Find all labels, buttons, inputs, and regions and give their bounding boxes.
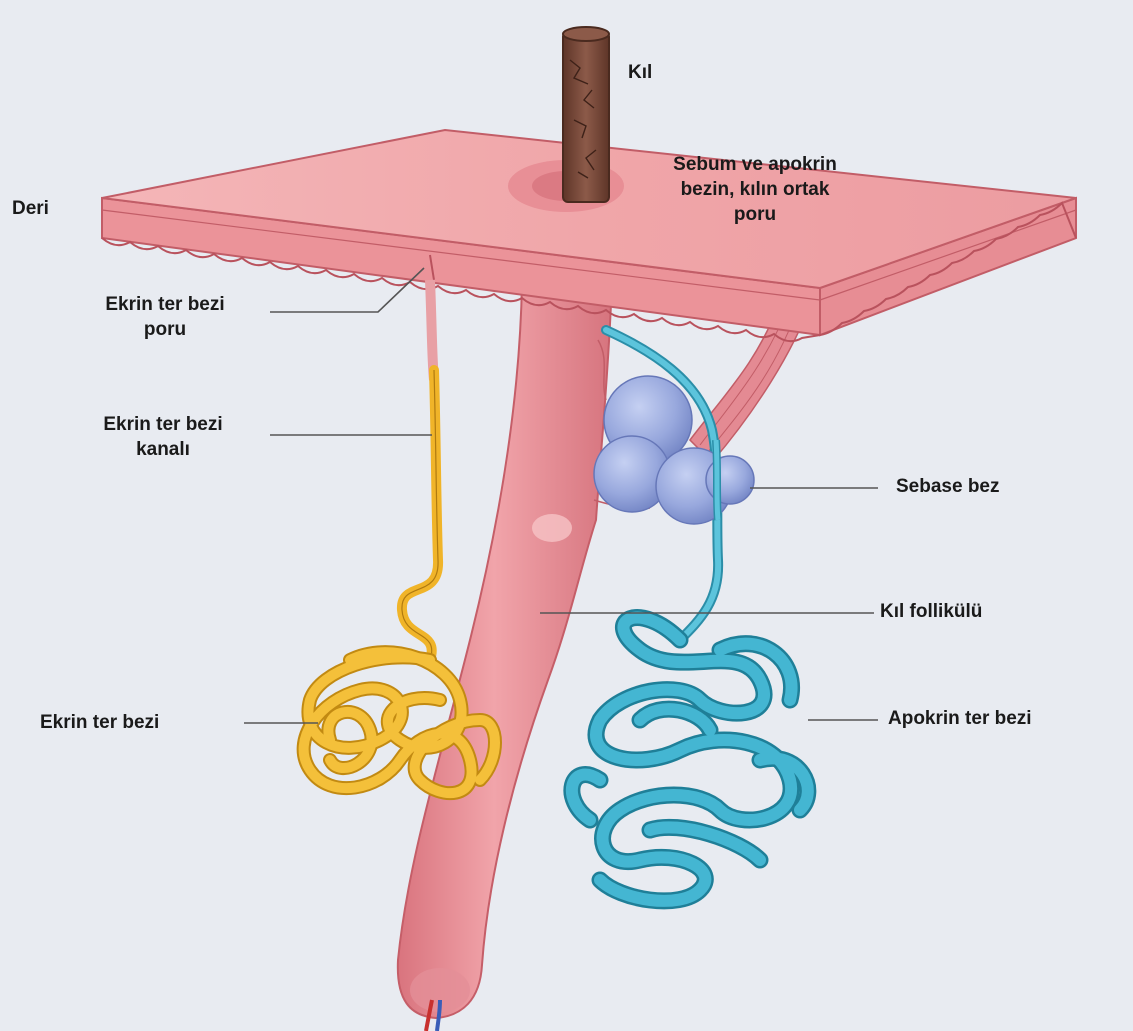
apocrine-gland-coil [572, 618, 808, 901]
label-kil-follikulu: Kıl follikülü [880, 599, 982, 624]
label-ekrin-kanali-line2: kanalı [70, 437, 256, 462]
label-kil: Kıl [628, 60, 652, 85]
label-ekrin-poru: Ekrin ter bezi poru [72, 292, 258, 342]
label-ekrin-kanali: Ekrin ter bezi kanalı [70, 412, 256, 462]
label-sebum-line1: Sebum ve apokrin [640, 152, 870, 177]
label-apokrin-ter-bezi: Apokrin ter bezi [888, 706, 1032, 731]
label-ekrin-poru-line1: Ekrin ter bezi [72, 292, 258, 317]
eccrine-duct [402, 280, 438, 660]
label-sebum-pore: Sebum ve apokrin bezin, kılın ortak poru [640, 152, 870, 227]
label-ekrin-ter-bezi: Ekrin ter bezi [40, 710, 159, 735]
label-ekrin-poru-line2: poru [72, 317, 258, 342]
label-sebum-line3: poru [640, 202, 870, 227]
label-deri: Deri [12, 196, 49, 221]
label-sebum-line2: bezin, kılın ortak [640, 177, 870, 202]
hair-shaft [563, 27, 609, 202]
label-sebase-bez: Sebase bez [896, 474, 1000, 499]
label-ekrin-kanali-line1: Ekrin ter bezi [70, 412, 256, 437]
